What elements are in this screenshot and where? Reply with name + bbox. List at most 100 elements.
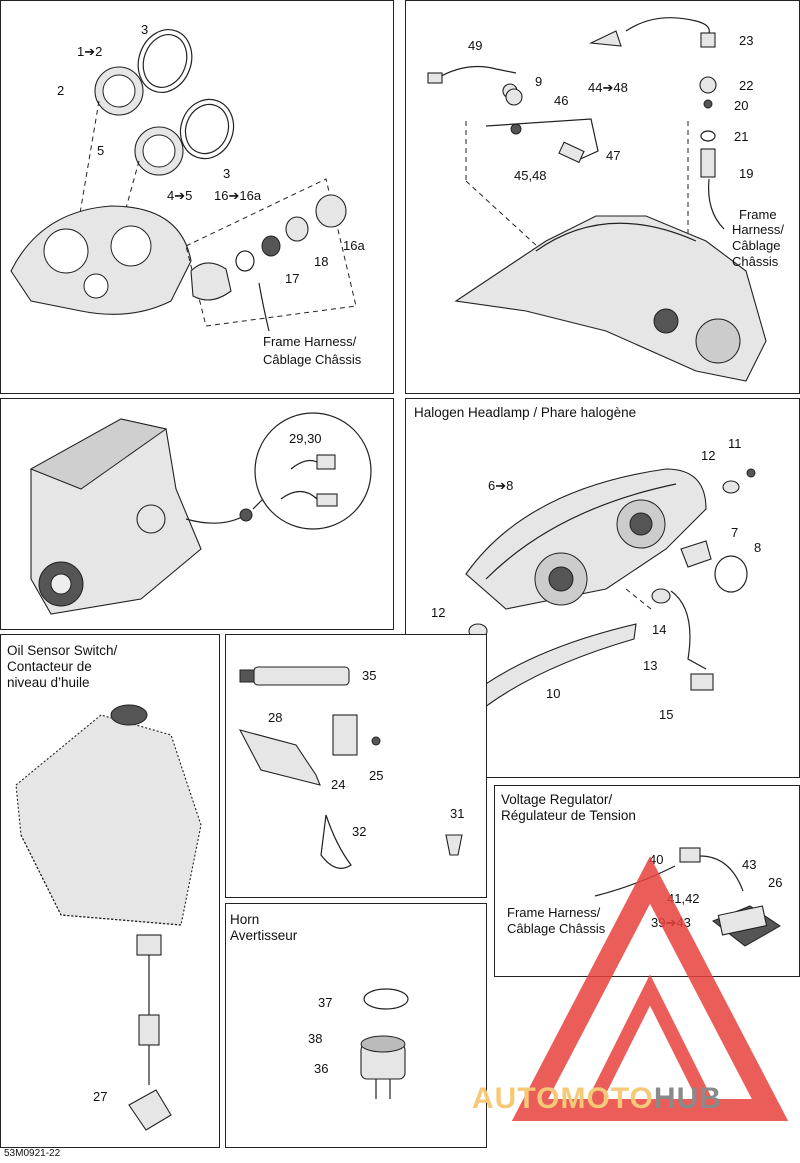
regulator-title-2: Régulateur de Tension (501, 808, 636, 823)
switch-nut (285, 216, 309, 242)
callout-47: 47 (606, 148, 621, 163)
callout-14: 14 (652, 622, 667, 637)
retainer-8 (714, 555, 748, 593)
callout-37: 37 (318, 995, 333, 1010)
watermark-text: AUTOMOTOHUB (472, 1082, 722, 1116)
callout-19: 19 (739, 166, 754, 181)
callout-13: 13 (643, 658, 658, 673)
callout-8: 8 (754, 540, 762, 555)
callout-20: 20 (734, 98, 749, 113)
screw-31 (445, 834, 463, 856)
switch-housing (190, 262, 232, 301)
callout-35: 35 (362, 668, 377, 683)
callout-18: 18 (314, 254, 329, 269)
callout-27: 27 (93, 1089, 108, 1104)
tie-wrap-32 (320, 814, 352, 869)
callout-21: 21 (734, 129, 749, 144)
horn-title-2: Avertisseur (230, 928, 298, 943)
harness-chassis: Châssis (732, 254, 779, 269)
sensor-19 (700, 148, 716, 178)
gauge-cluster-housing (10, 205, 192, 315)
callout-10: 10 (546, 686, 561, 701)
callout-23: 23 (739, 33, 754, 48)
callout-2: 2 (57, 83, 65, 98)
gauges-panel: 1➔2 2 3 5 4➔5 3 16➔16a 16a 17 18 Frame H… (0, 0, 394, 394)
oil-title-3: niveau d’huile (7, 675, 90, 690)
callout-31: 31 (450, 806, 465, 821)
callout-22: 22 (739, 78, 754, 93)
misc-panel: 35 28 24 25 32 31 (225, 634, 487, 898)
callout-41-42: 41,42 (667, 891, 700, 906)
callout-4to5: 4➔5 (167, 188, 193, 203)
callout-25: 25 (369, 768, 384, 783)
harness-frame: Frame (739, 207, 777, 222)
strip-28 (238, 729, 321, 786)
connector-30 (316, 493, 338, 507)
detail-circle (254, 412, 372, 530)
callout-7: 7 (731, 525, 739, 540)
callout-38: 38 (308, 1031, 323, 1046)
callout-3-top: 3 (141, 22, 149, 37)
connector-40 (679, 847, 701, 863)
callout-15: 15 (659, 707, 674, 722)
bezel-ring-lower (179, 98, 235, 160)
callout-36: 36 (314, 1061, 329, 1076)
console-panel: 49 9 46 44➔48 47 45,48 23 22 20 21 19 Fr… (405, 0, 800, 394)
engine-wiring (185, 514, 247, 524)
engine-drawing (29, 412, 372, 615)
horn-drawing (360, 988, 409, 1099)
callout-44to48: 44➔48 (588, 80, 628, 95)
tank-cap (110, 704, 148, 726)
callout-39to43: 39➔43 (651, 915, 691, 930)
tube-13 (670, 590, 707, 670)
misc-drawing (238, 666, 463, 869)
grommet-12-top (722, 480, 740, 494)
watermark-auto: AUTOMOTO (472, 1082, 654, 1115)
washer-9 (505, 88, 523, 106)
callout-29-30: 29,30 (289, 431, 322, 446)
callout-45-48: 45,48 (514, 168, 547, 183)
switch-ring (261, 235, 281, 257)
grommet-14 (651, 588, 671, 604)
sensor-cable (435, 65, 517, 80)
callout-49: 49 (468, 38, 483, 53)
callout-5: 5 (97, 143, 105, 158)
horn-title-1: Horn (230, 912, 260, 927)
coil-cord (625, 17, 710, 40)
ring-37 (363, 988, 409, 1010)
callout-17: 17 (285, 271, 300, 286)
tube-47 (485, 118, 599, 162)
sensor-27 (128, 1089, 172, 1131)
callout-16a: 16a (343, 238, 365, 253)
harness-note-line1: Frame Harness/ (263, 334, 357, 349)
engine-panel: 29,30 (0, 398, 394, 630)
callout-40: 40 (649, 852, 664, 867)
oil-tank (15, 714, 202, 926)
grease-tube-35 (253, 666, 350, 686)
console-drawing (427, 17, 767, 382)
callout-16to16a: 16➔16a (214, 188, 262, 203)
callout-28: 28 (268, 710, 283, 725)
callout-9: 9 (535, 74, 543, 89)
horn-panel: Horn Avertisseur 37 38 36 (225, 903, 487, 1148)
regulator-title-1: Voltage Regulator/ (501, 792, 613, 807)
watermark-hub: HUB (653, 1082, 722, 1115)
harness-harness: Harness/ (732, 222, 785, 237)
oil-title-2: Contacteur de (7, 659, 92, 674)
socket-15 (690, 673, 714, 691)
headlamp-title: Halogen Headlamp / Phare halogène (414, 405, 637, 420)
gauges-drawing (10, 29, 357, 332)
callout-26: 26 (768, 875, 783, 890)
callout-11: 11 (728, 436, 742, 451)
oil-panel: Oil Sensor Switch/ Contacteur de niveau … (0, 634, 220, 1148)
callout-24: 24 (331, 777, 346, 792)
reg-harness-2: Câblage Châssis (507, 921, 606, 936)
callout-3-lower: 3 (223, 166, 231, 181)
oil-title-1: Oil Sensor Switch/ (7, 643, 118, 658)
regulator-panel: Voltage Regulator/ Régulateur de Tension… (494, 785, 800, 977)
diagram-reference: 53M0921-22 (4, 1148, 61, 1159)
headlamp-drawing (425, 468, 756, 750)
reg-harness-1: Frame Harness/ (507, 905, 601, 920)
harness-cablage: Câblage (732, 238, 781, 253)
harness-note-line2: Câblage Châssis (263, 352, 362, 367)
